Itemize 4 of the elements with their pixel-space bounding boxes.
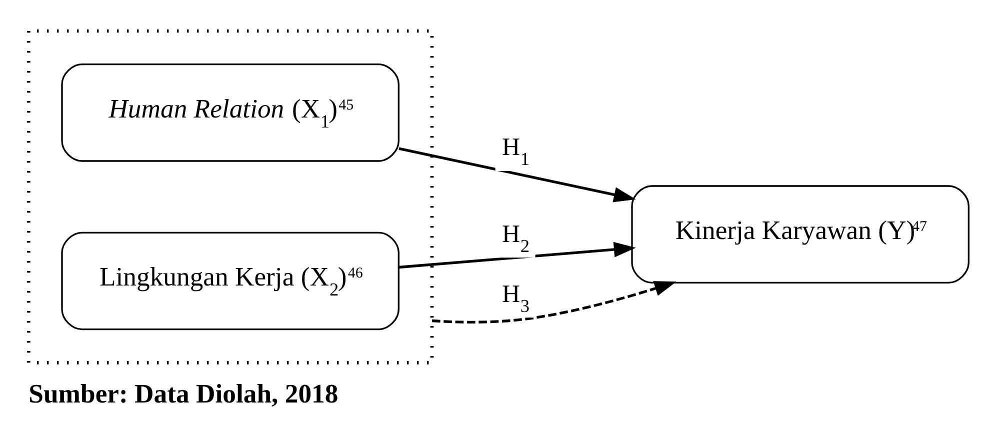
edge-label: H$_{3}$ xyxy=(502,280,530,316)
edge-label: H$_{2}$ xyxy=(502,220,530,256)
edge-label: H$_{1}$ xyxy=(502,134,530,169)
caption: Sumber: Data Diolah, 2018 xyxy=(28,378,338,408)
